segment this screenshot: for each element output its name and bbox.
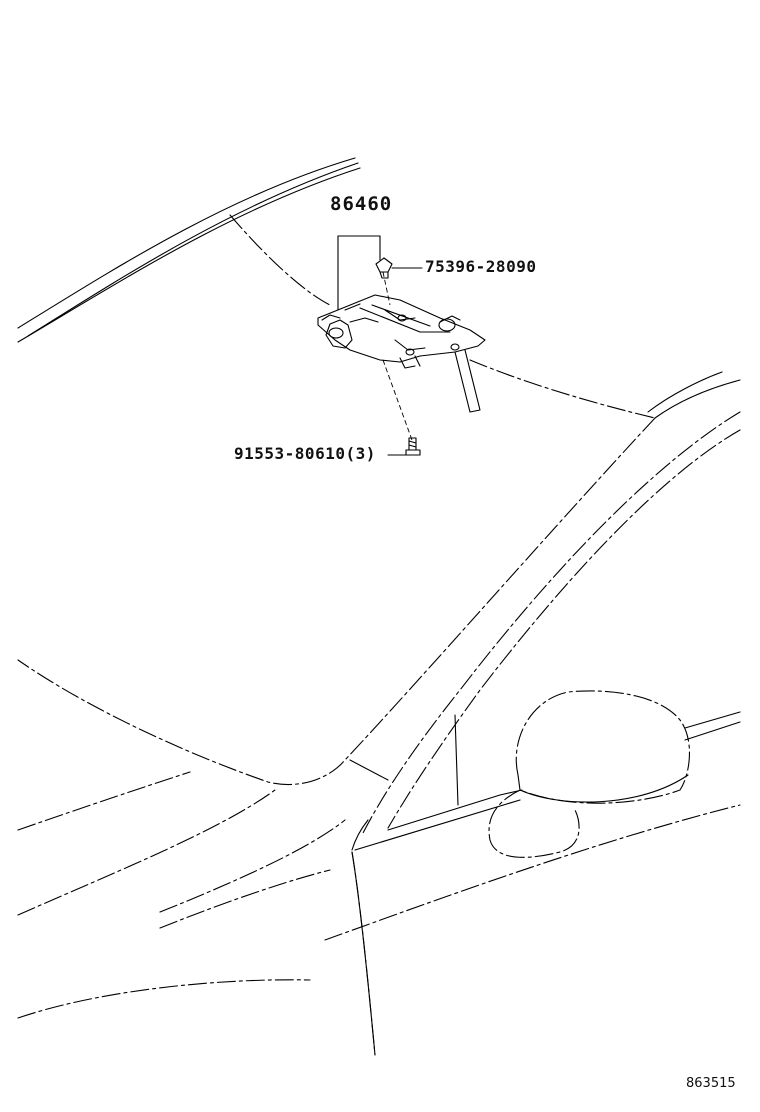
screw-fastener (387, 437, 421, 456)
part-number-clip[interactable]: 75396-28090 (425, 259, 536, 275)
part-number-clip-text: 75396-28090 (425, 257, 537, 276)
part-number-screw[interactable]: 91553-80610(3) (234, 446, 376, 462)
roof-edge-lines (17, 157, 361, 343)
body-panel-lines (17, 711, 741, 1056)
diagram-reference-code: 863515 (686, 1076, 736, 1091)
camera-bracket-assembly (317, 294, 486, 413)
a-pillar-lines (349, 371, 741, 851)
screw-quantity: (3) (345, 444, 376, 463)
leader-lines (337, 235, 423, 441)
side-mirror (488, 690, 691, 858)
part-number-main-text: 86460 (330, 193, 393, 215)
part-number-main[interactable]: 86460 (330, 195, 392, 214)
clip-fastener (375, 257, 393, 279)
part-number-screw-text: 91553-80610 (234, 444, 346, 463)
windshield-outline (17, 214, 656, 786)
